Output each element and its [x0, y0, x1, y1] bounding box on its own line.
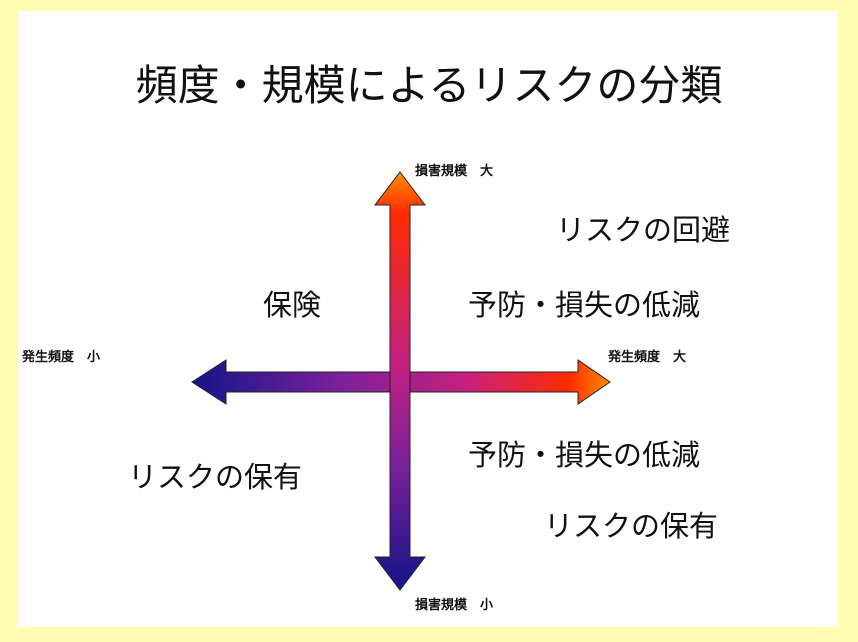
- axis-label-bottom: 損害規模 小: [415, 598, 494, 613]
- page-title: 頻度・規模によるリスクの分類: [135, 61, 723, 110]
- axis-label-right: 発生頻度 大: [608, 350, 687, 365]
- quadrant-top-right-label-1: リスクの回避: [556, 213, 731, 247]
- quadrant-bottom-right-label-1: 予防・損失の低減: [468, 438, 701, 472]
- vertical-scale-arrow: [373, 171, 427, 591]
- slide: [18, 11, 838, 627]
- axis-label-left: 発生頻度 小: [22, 350, 101, 365]
- quadrant-top-right-label-2: 予防・損失の低減: [468, 288, 701, 322]
- quadrant-top-left-label: 保険: [263, 288, 322, 322]
- axis-label-top: 損害規模 大: [415, 164, 494, 179]
- quadrant-bottom-right-label-2: リスクの保有: [544, 509, 719, 543]
- quadrant-bottom-left-label: リスクの保有: [128, 460, 303, 494]
